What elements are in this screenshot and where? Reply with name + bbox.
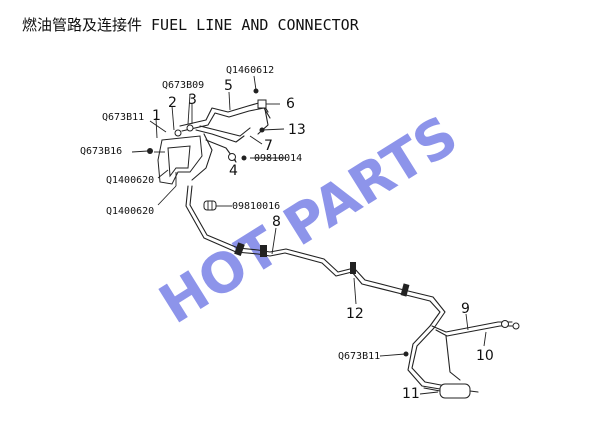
label-q1400620-a: Q1400620 [106,175,154,186]
label-q673b11-top: Q673B11 [102,112,144,123]
fitting-2 [174,129,182,137]
callout-5: 5 [224,78,233,94]
fitting-q1460612 [253,88,259,94]
fitting-3 [186,124,194,132]
connector-9 [501,320,509,328]
callout-1: 1 [152,108,161,124]
fuel-filter [423,383,479,399]
line-clip [400,283,410,297]
callout-6: 6 [286,96,295,112]
label-09810014: 09810014 [254,153,302,164]
fitting-q673b16 [147,148,153,154]
label-q673b09: Q673B09 [162,80,204,91]
connector-10 [512,322,520,330]
callout-12: 12 [346,306,364,322]
callout-7: 7 [264,138,273,154]
label-q673b11-bottom: Q673B11 [338,351,380,362]
fitting-q673b11-bottom [403,351,409,357]
line-clip [260,245,267,257]
callout-8: 8 [272,214,281,230]
fitting-09810014 [241,155,247,161]
fitting-4 [228,153,236,161]
return-line [431,320,520,381]
diagram-title: 燃油管路及连接件 FUEL LINE AND CONNECTOR [22,16,359,34]
clamp-09810016 [203,200,217,211]
callout-9: 9 [461,301,470,317]
fitting-6 [257,99,267,109]
label-q1460612: Q1460612 [226,65,274,76]
callout-10: 10 [476,348,494,364]
callout-11: 11 [402,386,420,402]
label-q1400620-b: Q1400620 [106,206,154,217]
callout-3: 3 [188,92,197,108]
callout-4: 4 [229,163,238,179]
line-clip [234,242,245,257]
callout-2: 2 [168,95,177,111]
main-fuel-line [185,185,447,391]
callout-13: 13 [288,122,306,138]
label-q673b16: Q673B16 [80,146,122,157]
label-09810016: 09810016 [232,201,280,212]
line-clip [350,262,356,274]
upper-assembly [147,88,409,357]
leader-lines [131,75,487,395]
